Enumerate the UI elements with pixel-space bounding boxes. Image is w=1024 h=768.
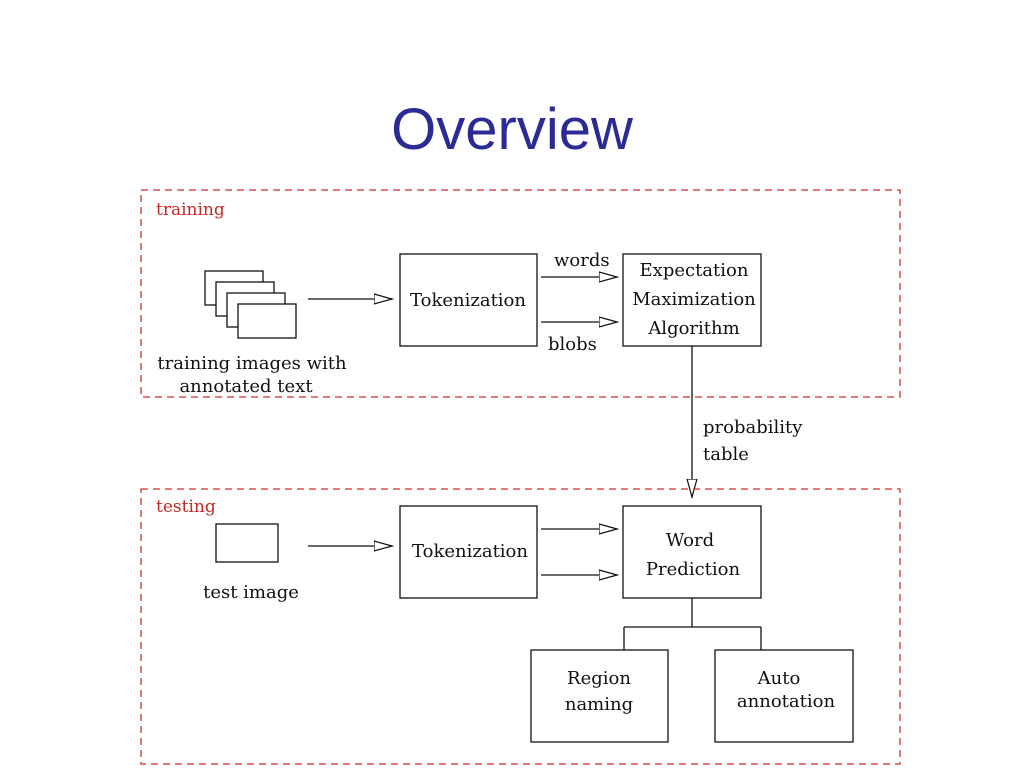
testing-label: testing <box>156 497 216 517</box>
probability-label-line1: probability <box>703 417 803 438</box>
word-prediction-box <box>622 505 762 599</box>
auto-annotation-line2: annotation <box>737 691 836 712</box>
region-naming-line2: naming <box>565 694 633 715</box>
words-label: words <box>554 250 610 271</box>
test-image-caption: test image <box>203 582 299 603</box>
training-image-4 <box>237 303 297 339</box>
word-prediction-line1: Word <box>666 530 714 551</box>
test-image-box <box>215 523 279 563</box>
training-images-caption-line2: annotated text <box>179 376 313 397</box>
blobs-label: blobs <box>548 334 597 355</box>
probability-link: probability table <box>692 346 803 497</box>
slide-title: Overview <box>391 97 633 162</box>
region-naming-box <box>530 649 669 743</box>
training-tokenization-box <box>399 253 538 347</box>
em-line1: Expectation <box>640 260 749 281</box>
training-section: training training images with annotated … <box>140 189 901 398</box>
training-frame <box>140 189 901 398</box>
training-images-stack <box>204 270 297 339</box>
em-line2: Maximization <box>632 289 756 310</box>
testing-section: testing test image Tokenization Word Pre… <box>140 488 901 765</box>
em-line3: Algorithm <box>647 318 739 339</box>
region-naming-line1: Region <box>567 668 631 689</box>
auto-annotation-box <box>714 649 854 743</box>
em-algorithm-box <box>622 253 762 347</box>
testing-tokenization-box <box>399 505 538 599</box>
probability-label-line2: table <box>703 444 749 465</box>
testing-tokenization-label: Tokenization <box>412 541 528 562</box>
training-tokenization-label: Tokenization <box>410 290 526 311</box>
word-prediction-line2: Prediction <box>646 559 741 580</box>
auto-annotation-line1: Auto <box>757 668 801 689</box>
training-label: training <box>156 200 225 220</box>
training-images-caption-line1: training images with <box>157 353 347 374</box>
